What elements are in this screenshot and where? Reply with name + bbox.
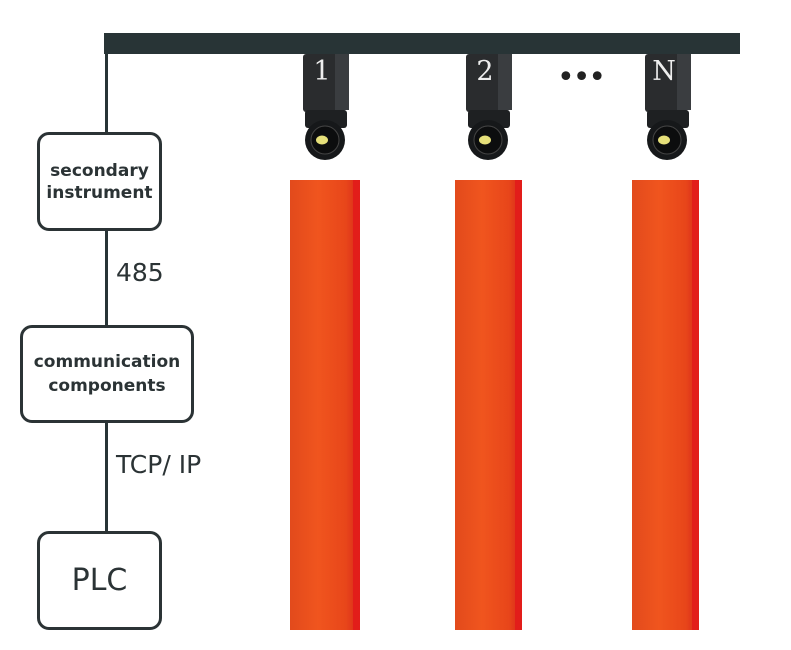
camera-icon: N bbox=[641, 54, 701, 160]
camera-icon: 2 bbox=[462, 54, 522, 160]
box-label: secondary bbox=[50, 160, 149, 181]
camera-icon: 1 bbox=[299, 54, 359, 160]
top-rail bbox=[104, 33, 740, 54]
camera-number: N bbox=[652, 56, 676, 87]
camera-number: 1 bbox=[313, 56, 331, 87]
box-label: communication bbox=[33, 352, 181, 372]
box-label: instrument bbox=[46, 182, 153, 203]
camera-number: 2 bbox=[476, 56, 494, 87]
link-label-tcpip: TCP/ IP bbox=[116, 450, 202, 479]
box-label: PLC bbox=[71, 563, 128, 598]
communication-components-box: communication components bbox=[20, 325, 194, 423]
link-label-485: 485 bbox=[116, 258, 164, 287]
billet-n bbox=[632, 180, 699, 630]
box-label: components bbox=[48, 376, 166, 396]
ellipsis: ••• bbox=[557, 60, 606, 95]
billet-2 bbox=[455, 180, 522, 630]
billet-1 bbox=[290, 180, 360, 630]
plc-box: PLC bbox=[37, 531, 162, 630]
